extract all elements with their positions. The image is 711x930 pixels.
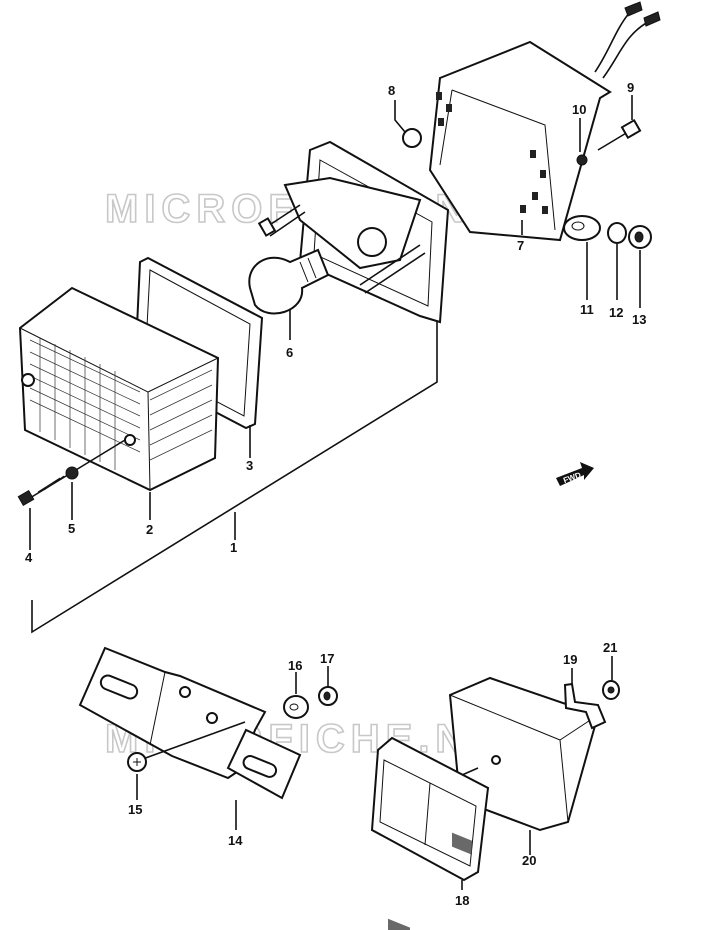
callout-11: 11 (580, 302, 594, 317)
bracket-nut (318, 686, 338, 706)
license-bracket (78, 646, 302, 800)
bracket-washer (283, 695, 309, 719)
lens-screw (17, 439, 126, 507)
callout-14: 14 (228, 833, 243, 848)
callout-13: 13 (632, 312, 646, 327)
svg-text:FWD: FWD (562, 470, 582, 485)
bracket-screw (127, 721, 246, 772)
callout-5: 5 (68, 521, 75, 536)
assembly-bracket (31, 322, 438, 634)
callout-19: 19 (563, 652, 577, 667)
callout-6: 6 (286, 345, 293, 360)
callout-3: 3 (246, 458, 253, 473)
callout-18: 18 (455, 893, 469, 908)
fwd-arrow: FWD (556, 462, 594, 486)
callouts: 1 2 3 4 5 6 7 8 9 10 11 12 13 14 15 16 1… (25, 80, 646, 908)
bulb (248, 248, 330, 315)
reflector (370, 736, 490, 930)
grommet (402, 128, 422, 148)
callout-15: 15 (128, 802, 142, 817)
lens-washer (65, 466, 79, 480)
bolt-washer-small (576, 154, 588, 166)
callout-8: 8 (388, 83, 395, 98)
flat-washer (563, 215, 601, 241)
tail-lamp-lens (18, 286, 220, 492)
callout-2: 2 (146, 522, 153, 537)
callout-16: 16 (288, 658, 302, 673)
callout-20: 20 (522, 853, 536, 868)
callout-7: 7 (517, 238, 524, 253)
callout-10: 10 (572, 102, 586, 117)
callout-1: 1 (230, 540, 237, 555)
callout-21: 21 (603, 640, 617, 655)
callout-4: 4 (25, 550, 33, 565)
socket-frame (257, 140, 450, 324)
callout-12: 12 (609, 305, 623, 320)
nut (628, 225, 652, 249)
lock-washer (607, 222, 627, 244)
reflector-nut (602, 680, 620, 700)
callout-17: 17 (320, 651, 334, 666)
reflector-stay (563, 682, 607, 730)
leader-lines (29, 95, 641, 890)
callout-9: 9 (627, 80, 634, 95)
lamp-housing (428, 1, 661, 242)
housing-bolt (597, 118, 642, 151)
